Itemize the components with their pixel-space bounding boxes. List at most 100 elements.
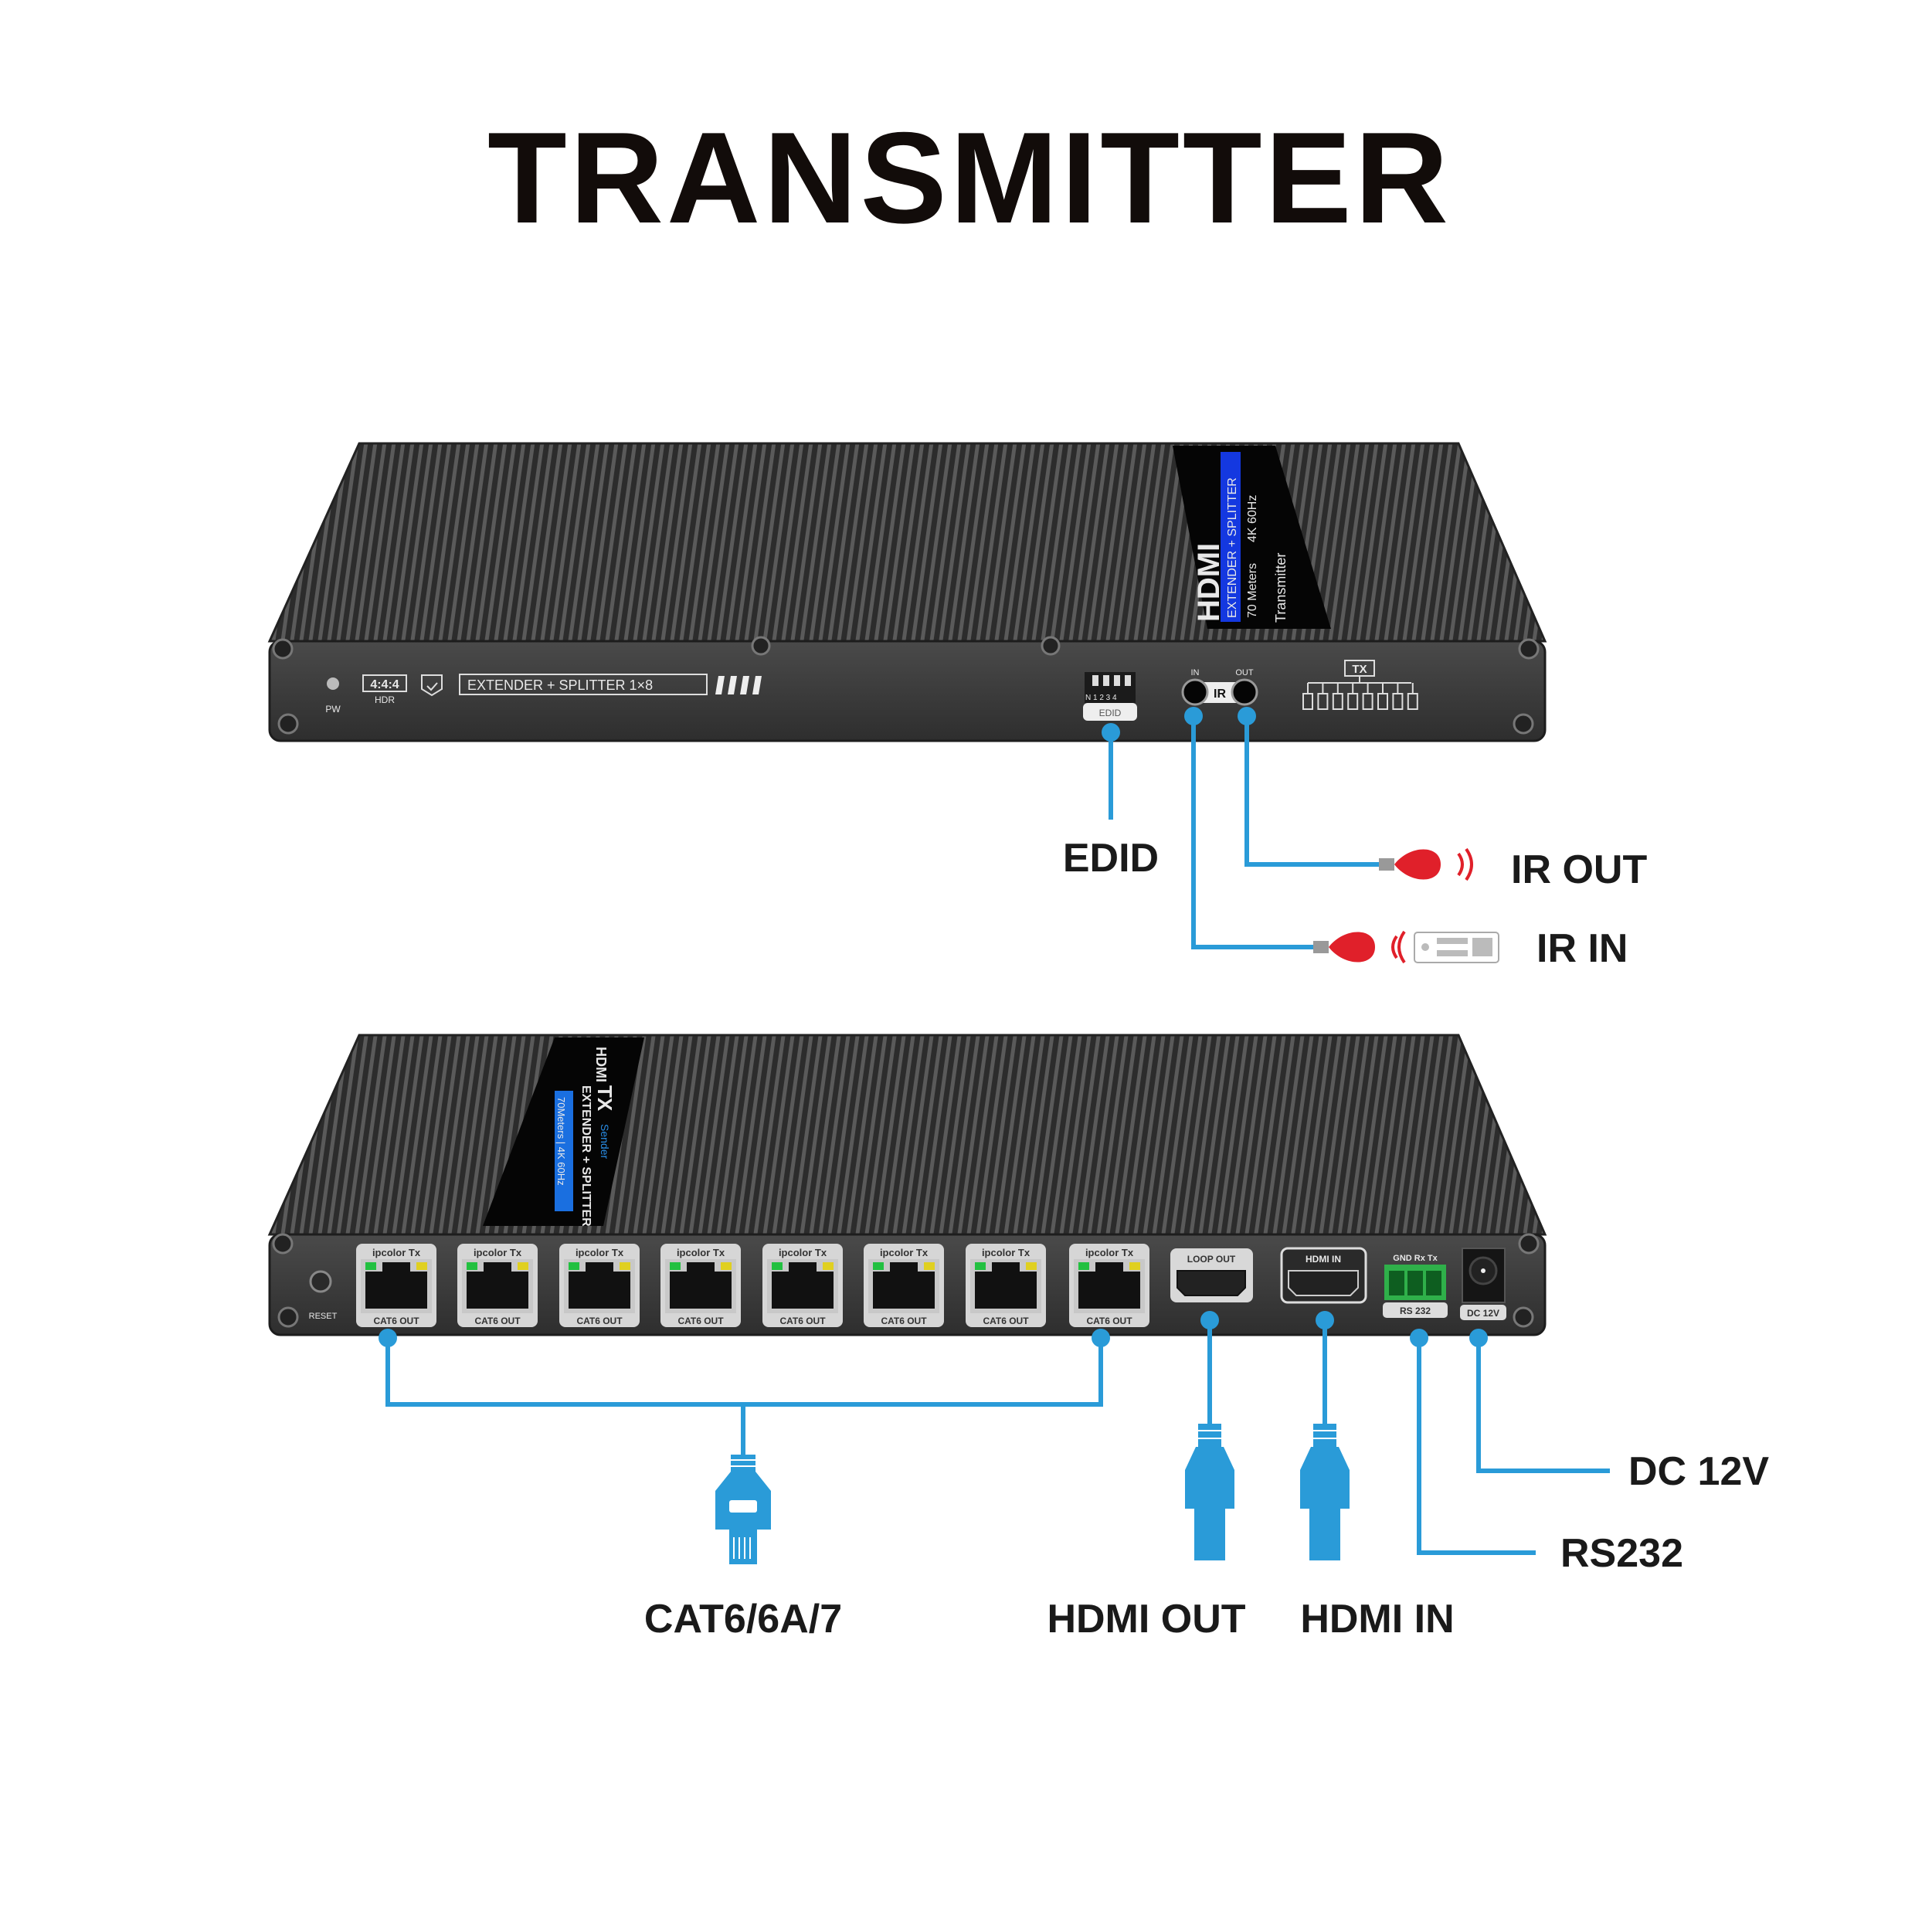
- callout-dc: DC 12V: [1469, 1329, 1769, 1494]
- rx-diagram: [1302, 676, 1418, 710]
- port-top-label: ipcolor Tx: [1085, 1247, 1134, 1258]
- ir-in-jack[interactable]: [1181, 678, 1209, 706]
- remote-buttons: [1421, 938, 1492, 956]
- rs232-label: RS232: [1560, 1531, 1683, 1576]
- ir-out-dot: [1238, 707, 1256, 725]
- pw-label: PW: [325, 704, 341, 715]
- reset-button[interactable]: [309, 1270, 332, 1293]
- heatsink-top: [267, 442, 1547, 643]
- port-top-label: ipcolor Tx: [779, 1247, 827, 1258]
- cat6-out-port-7[interactable]: ipcolor Tx CAT6 OUT: [966, 1244, 1046, 1327]
- sticker-role: Transmitter: [1273, 553, 1289, 623]
- rx-box: [1347, 693, 1359, 710]
- port-top-label: ipcolor Tx: [576, 1247, 624, 1258]
- rx-box: [1332, 693, 1343, 710]
- callout-hdmi-in: HDMI IN: [1300, 1311, 1455, 1642]
- rs232-pins-label: GND Rx Tx: [1393, 1254, 1438, 1263]
- ir-emitter-icon: [1394, 849, 1441, 880]
- rj45-plug-icon: [715, 1455, 771, 1564]
- port-bottom-label: CAT6 OUT: [474, 1316, 521, 1326]
- rear-sticker-brand: HDMI: [593, 1047, 609, 1082]
- decorative-bars: [715, 676, 762, 694]
- ir-receiver-icon: [1329, 932, 1375, 963]
- rj45-jack: [365, 1262, 427, 1309]
- rear-sticker-product: EXTENDER + SPLITTER: [579, 1085, 593, 1227]
- link-led: [670, 1262, 681, 1270]
- cat6-out-port-8[interactable]: ipcolor Tx CAT6 OUT: [1069, 1244, 1149, 1327]
- rx-box: [1392, 693, 1404, 710]
- cat-dot-8: [1092, 1329, 1110, 1347]
- rj45-jack: [772, 1262, 834, 1309]
- link-led: [1078, 1262, 1089, 1270]
- edid-plate-label: EDID: [1099, 708, 1122, 718]
- power-led: [327, 677, 339, 690]
- rx-box: [1377, 693, 1388, 710]
- dc-plate: [1460, 1305, 1506, 1320]
- port-bottom-label: CAT6 OUT: [983, 1316, 1029, 1326]
- rear-sticker-role: Sender: [599, 1124, 611, 1159]
- ir-in-callout-label: IR IN: [1536, 926, 1628, 971]
- port-bottom-label: CAT6 OUT: [373, 1316, 419, 1326]
- port-bottom-label: CAT6 OUT: [1086, 1316, 1132, 1326]
- link-led: [467, 1262, 477, 1270]
- product-sticker: [1173, 446, 1331, 629]
- ir-out-callout-label: IR OUT: [1511, 847, 1647, 892]
- sticker-brand: HDMI: [1192, 543, 1226, 622]
- callout-cat: CAT6/6A/7: [379, 1329, 1110, 1642]
- dc-pin: [1481, 1268, 1486, 1273]
- ir-out-label: OUT: [1235, 668, 1254, 677]
- port-top-label: ipcolor Tx: [982, 1247, 1031, 1258]
- rs232-plate: [1383, 1302, 1448, 1318]
- link-led: [569, 1262, 579, 1270]
- callout-rs232: RS232: [1410, 1329, 1683, 1576]
- hdmi-in-label: HDMI IN: [1300, 1597, 1454, 1642]
- hdmi-plug-icon: [1300, 1424, 1350, 1560]
- hdmi-in-port-label: HDMI IN: [1306, 1254, 1341, 1265]
- rx-box: [1407, 693, 1418, 710]
- hdmi-out-dot: [1200, 1311, 1219, 1329]
- ir-out-jack[interactable]: [1231, 678, 1258, 706]
- color-badge-box: [362, 674, 407, 692]
- hdmi-out-label: HDMI OUT: [1047, 1597, 1245, 1642]
- dc-dot: [1469, 1329, 1488, 1347]
- activity-led: [1129, 1262, 1140, 1270]
- rj45-jack: [467, 1262, 528, 1309]
- edid-label: EDID: [1063, 836, 1159, 881]
- edid-dot: [1102, 723, 1120, 742]
- ir-emitter-plug: [1379, 858, 1394, 871]
- rx-box: [1362, 693, 1373, 710]
- ir-wave-icon: [1457, 847, 1473, 881]
- activity-led: [823, 1262, 834, 1270]
- port-bottom-label: CAT6 OUT: [677, 1316, 724, 1326]
- ir-receiver-plug: [1313, 941, 1329, 953]
- port-bottom-label: CAT6 OUT: [881, 1316, 927, 1326]
- link-led: [772, 1262, 783, 1270]
- sticker-distance: 70 Meters: [1246, 563, 1259, 618]
- dip-toggles: [1092, 675, 1131, 686]
- screws: [272, 636, 1540, 735]
- ir-wave-icon: [1391, 930, 1406, 964]
- model-strip: EXTENDER + SPLITTER 1×8: [467, 677, 653, 693]
- sticker-resolution: 4K 60Hz: [1246, 495, 1259, 542]
- sticker-arrow-band: [1221, 452, 1241, 622]
- check-icon: [426, 682, 438, 691]
- callout-hdmi-out: HDMI OUT: [1047, 1311, 1246, 1642]
- hdmi-loop-out-port[interactable]: [1177, 1270, 1246, 1296]
- rs232-dot: [1410, 1329, 1428, 1347]
- activity-led: [518, 1262, 528, 1270]
- hdmi-in-port[interactable]: [1288, 1270, 1359, 1296]
- tx-label: TX: [1352, 663, 1367, 676]
- callout-edid: EDID: [1063, 723, 1159, 881]
- ir-in-dot: [1184, 707, 1203, 725]
- page-title: TRANSMITTER: [487, 105, 1452, 250]
- dc-label: DC 12V: [1628, 1449, 1769, 1494]
- rj45-jack: [975, 1262, 1037, 1309]
- reset-label: RESET: [309, 1312, 338, 1321]
